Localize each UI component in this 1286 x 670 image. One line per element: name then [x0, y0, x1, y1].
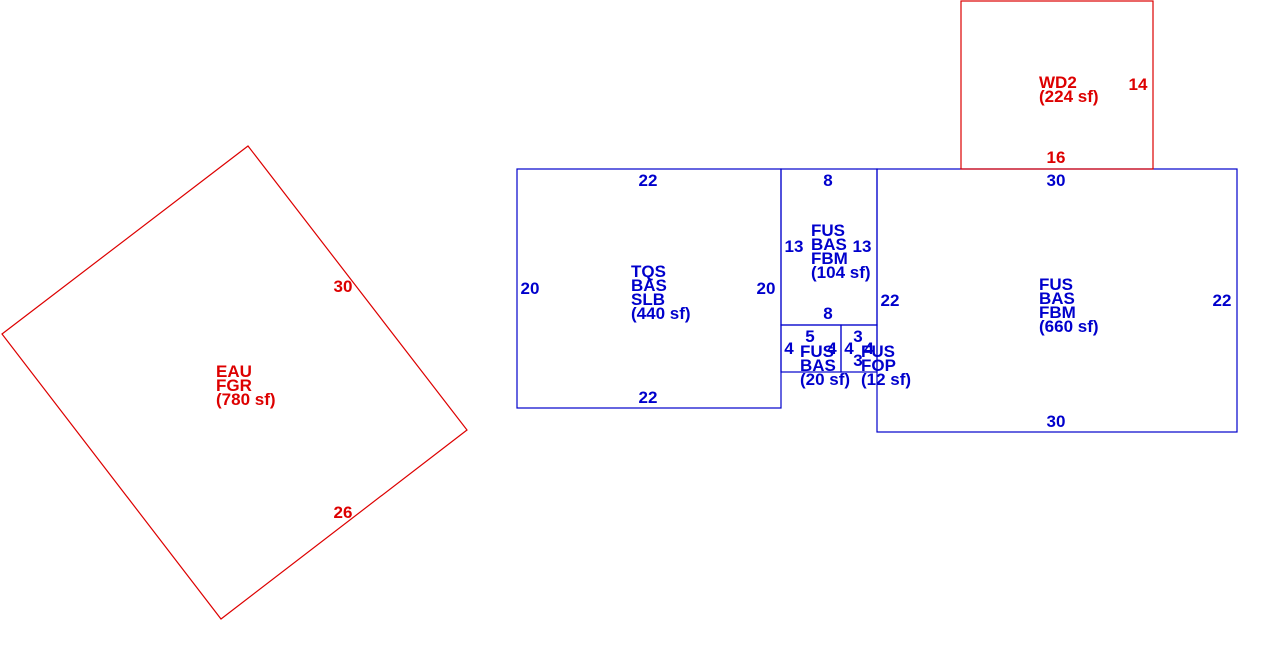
area-code: WD2 — [1039, 73, 1077, 92]
dimension-label: 13 — [785, 237, 804, 256]
dimension-label: 13 — [853, 237, 872, 256]
dimension-label: 4 — [784, 339, 794, 358]
dimension-label: 22 — [1213, 291, 1232, 310]
area-code: BAS — [631, 276, 667, 295]
dimension-label: 4 — [844, 339, 854, 358]
dimension-label: 3 — [853, 351, 862, 370]
dimension-label: 20 — [521, 279, 540, 298]
area-code: BAS — [811, 235, 847, 254]
dimension-label: 30 — [1047, 171, 1066, 190]
dimension-label: 16 — [1047, 148, 1066, 167]
area-code: FUS — [811, 221, 845, 240]
area-size-label: (224 sf) — [1039, 87, 1099, 106]
area-code: TQS — [631, 262, 666, 281]
area-wd2: WD2(224 sf) 16 14 — [960, 0, 1154, 170]
area-code: FUS — [861, 342, 895, 361]
area-code: EAU — [216, 362, 252, 381]
dimension-label: 4 — [827, 339, 837, 358]
area-outline — [960, 0, 1154, 170]
area-code: FGR — [216, 376, 252, 395]
area-size-label: (440 sf) — [631, 304, 691, 323]
area-code: FUS — [1039, 275, 1073, 294]
dimension-label: 20 — [757, 279, 776, 298]
dimension-label: 8 — [823, 171, 832, 190]
area-code: BAS — [1039, 289, 1075, 308]
dimension-label: 30 — [334, 277, 353, 296]
dimension-label: 8 — [823, 304, 832, 323]
area-code: FOP — [861, 356, 896, 375]
dimension-label: 14 — [1129, 75, 1148, 94]
dimension-label: 4 — [864, 339, 874, 358]
dimension-label: 3 — [853, 327, 862, 346]
area-size-label: (660 sf) — [1039, 317, 1099, 336]
area-size-label: (20 sf) — [800, 370, 850, 389]
dimension-label: 5 — [805, 327, 814, 346]
area-size-label: (12 sf) — [861, 370, 911, 389]
dimension-label: 22 — [639, 171, 658, 190]
dimension-label: 22 — [639, 388, 658, 407]
area-code: FBM — [1039, 303, 1076, 322]
area-size-label: (780 sf) — [216, 390, 276, 409]
area-code: FBM — [811, 249, 848, 268]
area-code: SLB — [631, 290, 665, 309]
area-code: BAS — [800, 356, 836, 375]
dimension-label: 22 — [881, 291, 900, 310]
dimension-label: 30 — [1047, 412, 1066, 431]
area-code: FUS — [800, 342, 834, 361]
area-size-label: (104 sf) — [811, 263, 871, 282]
area-outline — [1, 145, 468, 620]
dimension-label: 26 — [334, 503, 353, 522]
